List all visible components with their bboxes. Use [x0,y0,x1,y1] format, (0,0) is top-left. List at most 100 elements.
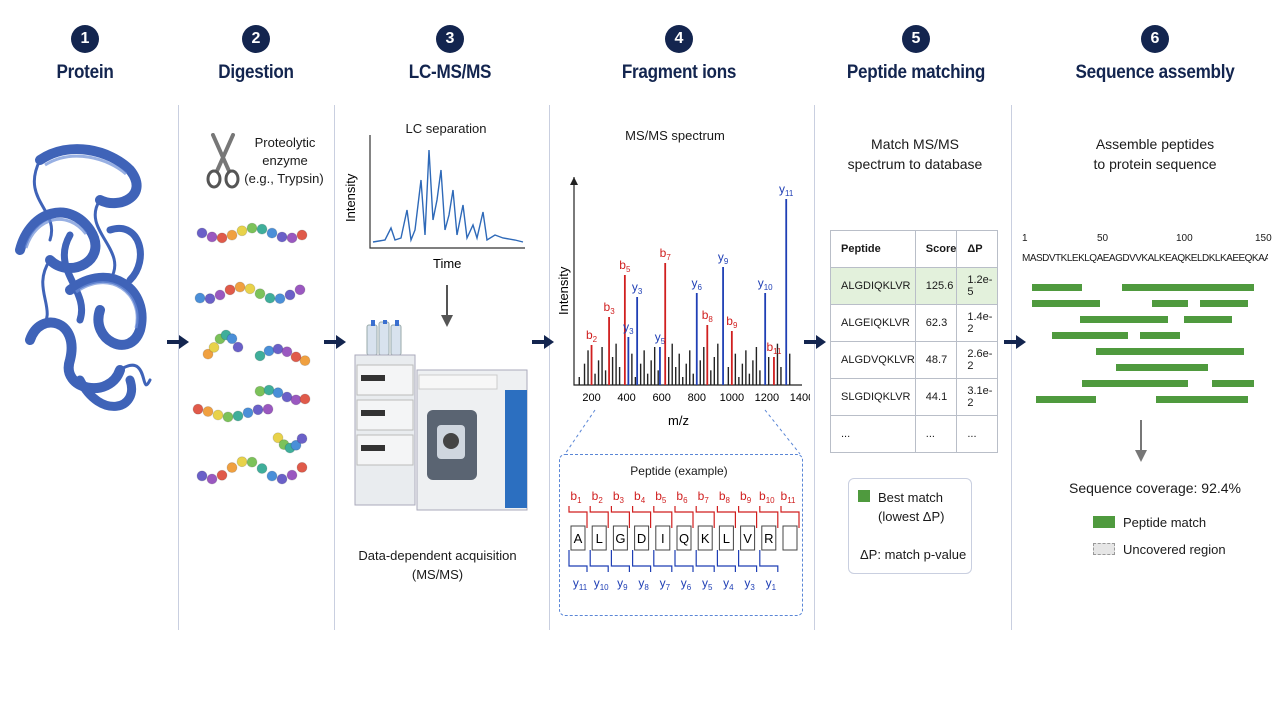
peptide-match-bar [1212,380,1254,387]
y-ion-bracket [738,550,758,572]
peak-label-b3: b3 [604,300,616,316]
step-3-title: LC-MS/MS [408,62,492,83]
legend-uncovered-region: Uncovered region [1123,542,1226,557]
step-4-title: Fragment ions [621,62,737,83]
mass-spectrometer-illustration [354,320,528,511]
y-ion-label: y8 [638,576,649,592]
table-cell: ... [914,415,958,453]
b-ion-label: b3 [613,489,625,505]
peptide-match-bar [1096,348,1244,355]
residue-letter: R [764,531,773,546]
peptide-match-bar [1184,316,1232,323]
uncovered-region-swatch [1093,543,1115,555]
residue-box: D [634,525,650,551]
b-ion-label: b2 [592,489,604,505]
spectrum-ylabel: Intensity [556,266,571,315]
peak-label-y11: y11 [779,182,794,198]
peak-label-b11: b11 [766,340,782,356]
peptide-fragment [254,384,311,406]
b-ion-label: b1 [570,489,582,505]
assembly-desc-line2: to protein sequence [1093,156,1217,172]
table-cell: 48.7 [914,341,958,379]
peptide-fragment [194,281,306,305]
table-cell: ALGEIQKLVR [830,304,916,342]
flow-arrow-icon [804,335,826,349]
flow-arrow-icon [1004,335,1026,349]
residue-box: V [740,525,756,551]
b-ion-bracket [780,506,800,528]
sequence-coverage-label: Sequence coverage: 92.4% [1068,480,1241,496]
lc-ylabel: Intensity [345,173,358,222]
table-cell: ... [956,415,998,453]
residue-box: G [612,525,628,551]
peptide-example-title: Peptide (example) [630,464,728,478]
y-ion-bracket [716,550,736,572]
residue-letter: L [723,531,730,546]
axis-arrow-icon [570,177,578,185]
peptide-match-bar [1036,396,1096,403]
peak-label-y3: y3 [632,280,643,296]
assembly-desc-line1: Assemble peptides [1095,136,1215,152]
x-tick-label: 200 [582,392,600,404]
table-row: ALGDVQKLVR 48.7 2.6e-2 [830,341,998,379]
y-ion-label: y4 [723,576,734,592]
residue-letter: K [701,531,710,546]
x-tick-label: 400 [617,392,635,404]
down-arrow-icon [441,285,453,327]
residue-letter: L [596,531,603,546]
peak-label-y6: y6 [692,276,703,292]
b-ion-label: b7 [698,489,710,505]
peptide-fragment [192,403,274,423]
y-ion-bracket [674,550,694,572]
peptide-match-bar [1156,396,1248,403]
peptide-match-bar [1052,332,1128,339]
x-tick-label: 1000 [720,392,744,404]
b-ion-label: b10 [759,489,775,505]
residue-box: L [718,525,734,551]
residue-box: I [655,525,671,551]
peptide-fragment [272,432,308,454]
table-cell: 2.6e-2 [956,341,998,379]
y-ion-label: y7 [660,576,671,592]
best-match-swatch [858,490,870,502]
step-2-number: 2 [242,25,270,53]
matching-legend [848,478,972,574]
b-ion-bracket [653,506,673,528]
residue-box: A [570,525,586,551]
table-cell: 1.2e-5 [956,267,998,305]
fragment-ladder-box [559,454,803,616]
peptide-match-bar [1122,284,1254,291]
x-tick-label: 600 [653,392,671,404]
legend-peptide-match: Peptide match [1123,515,1207,530]
peptide-match-bar [1080,316,1168,323]
b-ion-bracket [716,506,736,528]
lc-xlabel: Time [433,256,461,270]
b-ion-bracket [632,506,652,528]
peak-label-b2: b2 [586,328,598,344]
peptide-fragment [202,329,244,360]
residue-letter: Q [679,531,689,546]
peptide-match-table: Peptide Score ΔP ALGDIQKLVR 125.6 1.2e-5… [830,230,998,453]
b-ion-bracket [610,506,630,528]
table-header-row: Peptide Score ΔP [830,230,998,268]
table-cell: 62.3 [914,304,958,342]
y-ion-label: y3 [744,576,755,592]
y-ion-label: y6 [681,576,692,592]
spectrum-title: MS/MS spectrum [625,128,725,143]
step-5-title: Peptide matching [846,62,986,83]
b-ion-label: b11 [781,489,797,505]
peak-label-b7: b7 [660,246,672,262]
y-ion-bracket [568,550,588,572]
seq-tick-1: 1 [1022,233,1028,244]
spectrum-axes [573,177,802,386]
peptide-match-bar [1140,332,1180,339]
divider-3 [549,105,550,630]
enzyme-label-line2: enzyme [262,153,308,168]
y-ion-label: y5 [702,576,713,592]
peptide-match-bar [1082,380,1188,387]
enzyme-label-line3: (e.g., Trypsin) [244,171,324,186]
residue-box: L [591,525,607,551]
flow-arrow-icon [324,335,346,349]
legend-best-line1: Best match [878,490,944,505]
peak-label-y3: y3 [623,320,634,336]
